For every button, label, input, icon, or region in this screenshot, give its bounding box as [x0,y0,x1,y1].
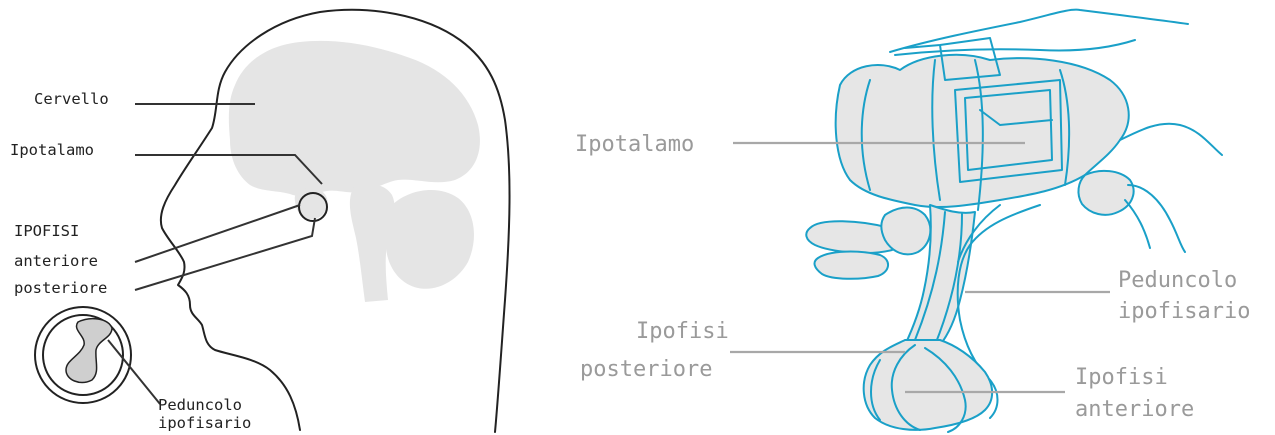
brain-shape [229,41,480,196]
right-fiber-2 [1128,185,1185,252]
detail-panel: Ipotalamo Peduncolo ipofisario Ipofisi p… [575,10,1250,432]
posterior-label-right-line2: posteriore [580,357,712,382]
stalk-label-right-line1: Peduncolo [1118,268,1237,293]
stalk-label-line2: ipofisario [158,414,251,432]
inset-stalk-shape [66,319,112,383]
anterior-leader [135,205,300,262]
pituitary-label: IPOFISI [14,222,79,240]
top-contour-2 [895,40,1135,55]
left-protrusion-2 [815,252,889,279]
anterior-label-right-line2: anteriore [1075,397,1194,422]
stalk-label-line1: Peduncolo [158,396,242,414]
stalk-leader [108,340,160,404]
right-fiber-1 [1120,124,1222,155]
pituitary-gland [864,340,992,430]
hypothalamus-label-right: Ipotalamo [575,132,694,157]
hypothalamus-label: Ipotalamo [10,141,94,159]
anterior-label: anteriore [14,252,98,270]
posterior-label: posteriore [14,279,107,297]
stalk-label-right-line2: ipofisario [1118,299,1250,324]
right-fiber-3 [1125,200,1150,248]
anterior-label-right-line1: Ipofisi [1075,365,1168,390]
brain-label: Cervello [34,90,109,108]
cerebellum-shape [385,190,474,289]
posterior-label-right-line1: Ipofisi [636,319,729,344]
head-panel: Cervello Ipotalamo IPOFISI anteriore pos… [10,10,510,432]
right-protrusion [1078,171,1133,215]
